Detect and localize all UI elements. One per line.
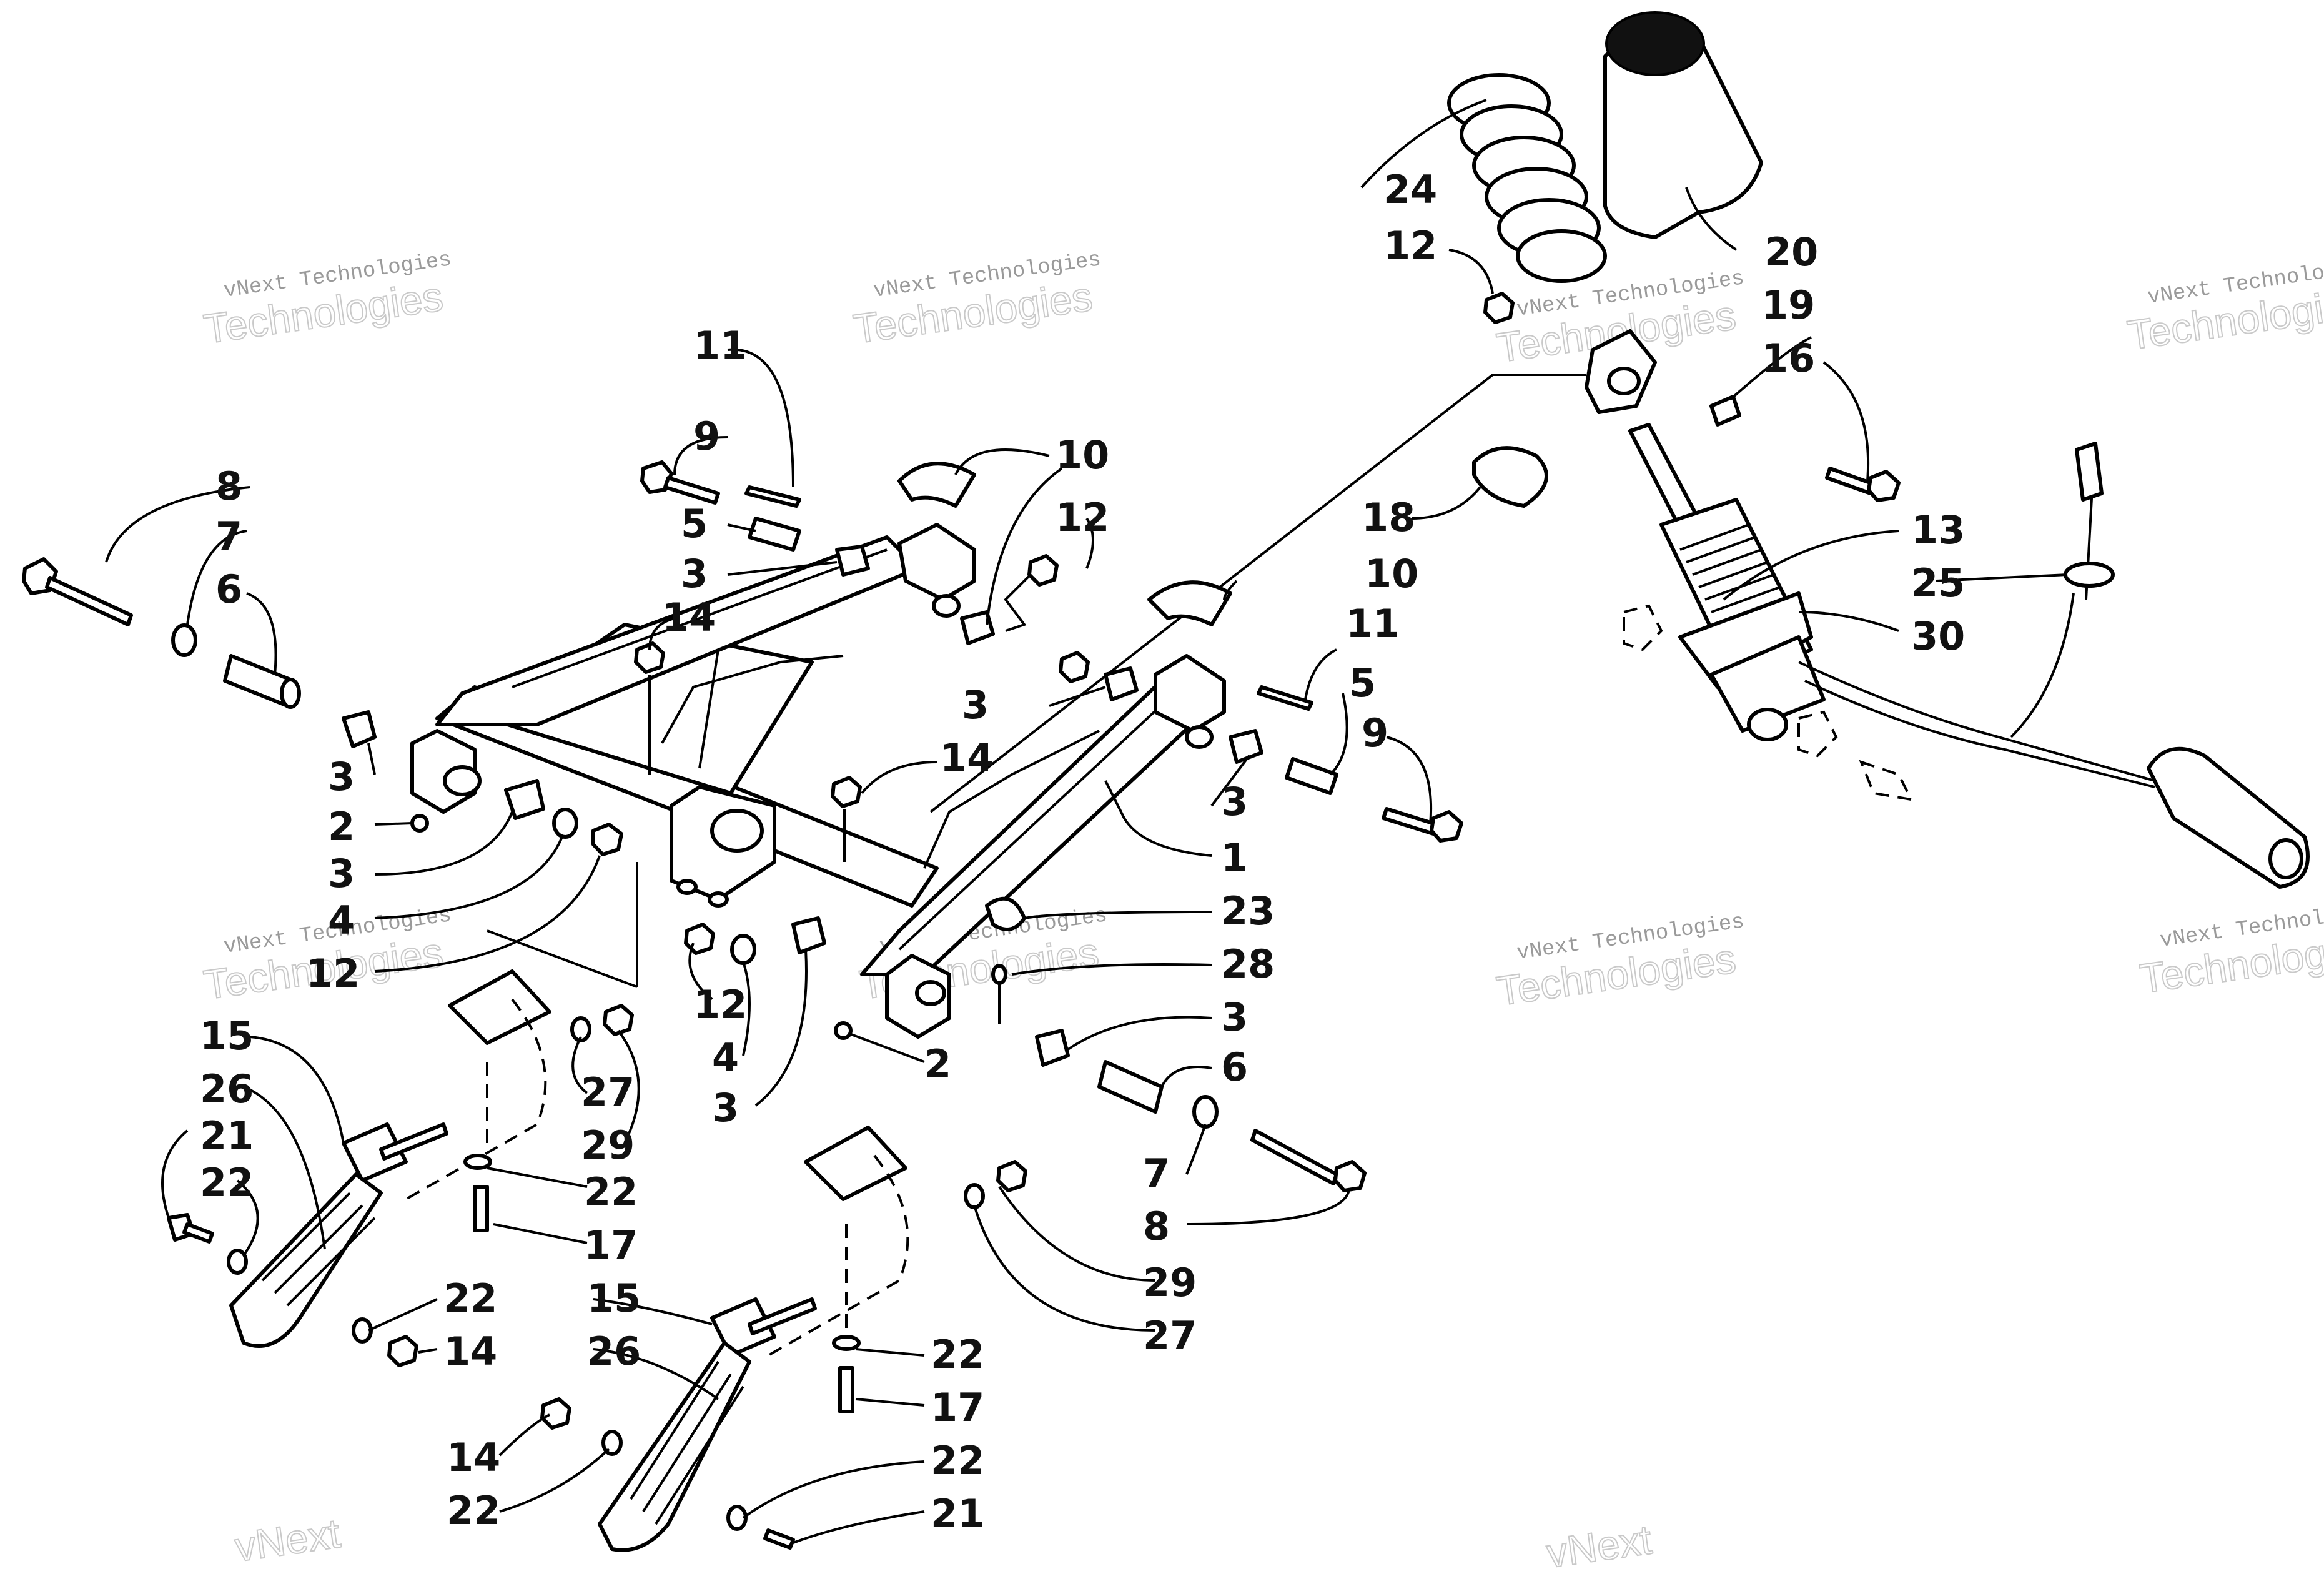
callout-24: 24 <box>1383 167 1437 212</box>
callout-8: 8 <box>215 463 242 509</box>
callout-11: 11 <box>693 323 747 369</box>
callout-9: 9 <box>693 413 720 459</box>
callout-19: 19 <box>1761 282 1815 328</box>
watermark: vNext <box>232 1509 344 1571</box>
callout-27: 27 <box>1143 1313 1197 1359</box>
callout-25: 25 <box>1911 560 1965 606</box>
callout-5: 5 <box>681 501 708 547</box>
callout-14: 14 <box>447 1435 500 1480</box>
callout-30: 30 <box>1911 613 1965 659</box>
callout-22: 22 <box>443 1275 497 1321</box>
footrest-bracket <box>448 969 551 1045</box>
callout-4: 4 <box>712 1035 739 1081</box>
callout-17: 17 <box>931 1385 984 1430</box>
callout-26: 26 <box>200 1066 254 1112</box>
callout-14: 14 <box>662 595 716 640</box>
callout-3: 3 <box>962 682 989 728</box>
shock-assembly <box>1447 11 2310 889</box>
callout-26: 26 <box>587 1329 641 1374</box>
callout-22: 22 <box>931 1438 984 1483</box>
callout-labels: 8 7 6 3 2 3 4 12 11 9 5 3 14 10 3 12 3 1… <box>200 167 1965 1537</box>
upper-mount-left <box>897 523 976 601</box>
watermark: vNext Technologies Technologies <box>200 248 453 353</box>
remote-hose <box>1798 661 2155 782</box>
callout-18: 18 <box>1362 495 1415 540</box>
callout-3: 3 <box>1221 994 1248 1040</box>
callout-6: 6 <box>215 567 242 612</box>
callout-27: 27 <box>581 1069 635 1115</box>
upper-mount-right <box>1154 654 1226 733</box>
watermark: vNext Technologies Technologies <box>850 248 1102 353</box>
callout-22: 22 <box>931 1332 984 1377</box>
callout-29: 29 <box>1143 1260 1197 1305</box>
callout-8: 8 <box>1143 1204 1170 1249</box>
callout-23: 23 <box>1221 888 1275 934</box>
callout-17: 17 <box>584 1222 638 1268</box>
callout-9: 9 <box>1362 710 1388 756</box>
callout-29: 29 <box>581 1122 635 1168</box>
bump-stop <box>1472 446 1548 508</box>
callout-13: 13 <box>1911 507 1965 553</box>
callout-3: 3 <box>681 551 708 596</box>
callout-3: 3 <box>1221 779 1248 824</box>
hardware-right <box>684 580 1463 1192</box>
watermark: vNext Technologies Technologies <box>2124 254 2324 359</box>
callout-14: 14 <box>443 1329 497 1374</box>
callout-11: 11 <box>1346 601 1400 646</box>
washer <box>171 623 197 657</box>
shock-collar <box>1678 591 1813 689</box>
shock-spring <box>1447 73 1607 283</box>
watermark: vNext Technologies Technologies <box>1493 910 1746 1015</box>
callout-4: 4 <box>328 898 355 943</box>
callout-12: 12 <box>1383 223 1437 269</box>
callout-2: 2 <box>924 1041 951 1087</box>
callout-21: 21 <box>931 1491 984 1537</box>
watermark: vNext Technologies Technologies <box>2137 898 2324 1002</box>
nut <box>591 823 623 856</box>
svg-text:vNext: vNext <box>232 1510 343 1570</box>
bushing <box>342 710 377 748</box>
callout-3: 3 <box>328 851 355 896</box>
callout-3: 3 <box>712 1085 739 1131</box>
shock-link-line <box>929 374 1586 813</box>
hardware-left <box>22 557 665 856</box>
svg-text:vNext: vNext <box>1544 1516 1654 1574</box>
callout-12: 12 <box>1056 495 1109 540</box>
callout-14: 14 <box>940 735 994 781</box>
callout-7: 7 <box>1143 1151 1170 1196</box>
callout-10: 10 <box>1056 432 1109 478</box>
callout-22: 22 <box>447 1488 500 1533</box>
callout-12: 12 <box>306 951 360 996</box>
callout-22: 22 <box>200 1160 254 1205</box>
callout-7: 7 <box>215 513 242 559</box>
callout-3: 3 <box>328 754 355 799</box>
callout-15: 15 <box>587 1275 641 1321</box>
callout-20: 20 <box>1764 229 1818 275</box>
callout-16: 16 <box>1761 335 1815 381</box>
callout-12: 12 <box>693 982 747 1027</box>
callout-22: 22 <box>584 1169 638 1215</box>
callout-5: 5 <box>1349 660 1376 706</box>
footrest-left <box>167 969 634 1367</box>
grease-fitting <box>410 814 429 833</box>
shock-reservoir <box>2147 746 2310 889</box>
bumper-cap <box>897 462 976 508</box>
callout-21: 21 <box>200 1113 254 1159</box>
callout-10: 10 <box>1365 551 1418 596</box>
callout-15: 15 <box>200 1013 254 1059</box>
callout-28: 28 <box>1221 941 1275 987</box>
callout-2: 2 <box>328 804 355 849</box>
leader-lines <box>105 99 2068 1544</box>
watermark: vNext <box>1543 1515 1655 1574</box>
callout-6: 6 <box>1221 1044 1248 1090</box>
callout-1: 1 <box>1221 835 1248 881</box>
